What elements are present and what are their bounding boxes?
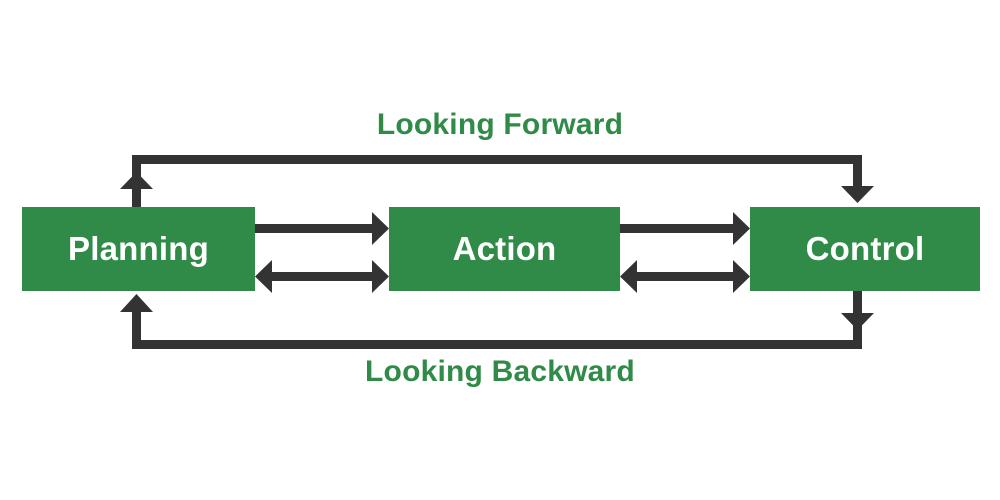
arrowhead-right-icon	[733, 260, 750, 293]
box-action[interactable]	[389, 207, 620, 291]
connector-planning-to-action-top	[255, 212, 389, 245]
arrowhead-down-icon	[841, 313, 874, 330]
connector-looking-forward-loop	[120, 155, 874, 207]
box-control[interactable]	[750, 207, 980, 291]
arrowhead-up-icon	[120, 172, 153, 189]
connector-action-to-control-top	[620, 212, 750, 245]
arrowhead-right-icon	[372, 212, 389, 245]
looking-backward-label: Looking Backward	[365, 355, 635, 388]
arrowhead-right-icon	[372, 260, 389, 293]
arrowhead-left-icon	[255, 260, 272, 293]
box-planning[interactable]	[22, 207, 255, 291]
arrowhead-left-icon	[620, 260, 637, 293]
connector-planning-action-bottom	[255, 260, 389, 293]
arrowhead-up-icon	[120, 294, 153, 312]
arrowhead-right-icon	[733, 212, 750, 245]
connector-looking-backward-loop	[120, 291, 874, 349]
connector-action-control-bottom	[620, 260, 750, 293]
arrowhead-down-icon	[841, 186, 874, 203]
looking-forward-label: Looking Forward	[376, 108, 624, 141]
